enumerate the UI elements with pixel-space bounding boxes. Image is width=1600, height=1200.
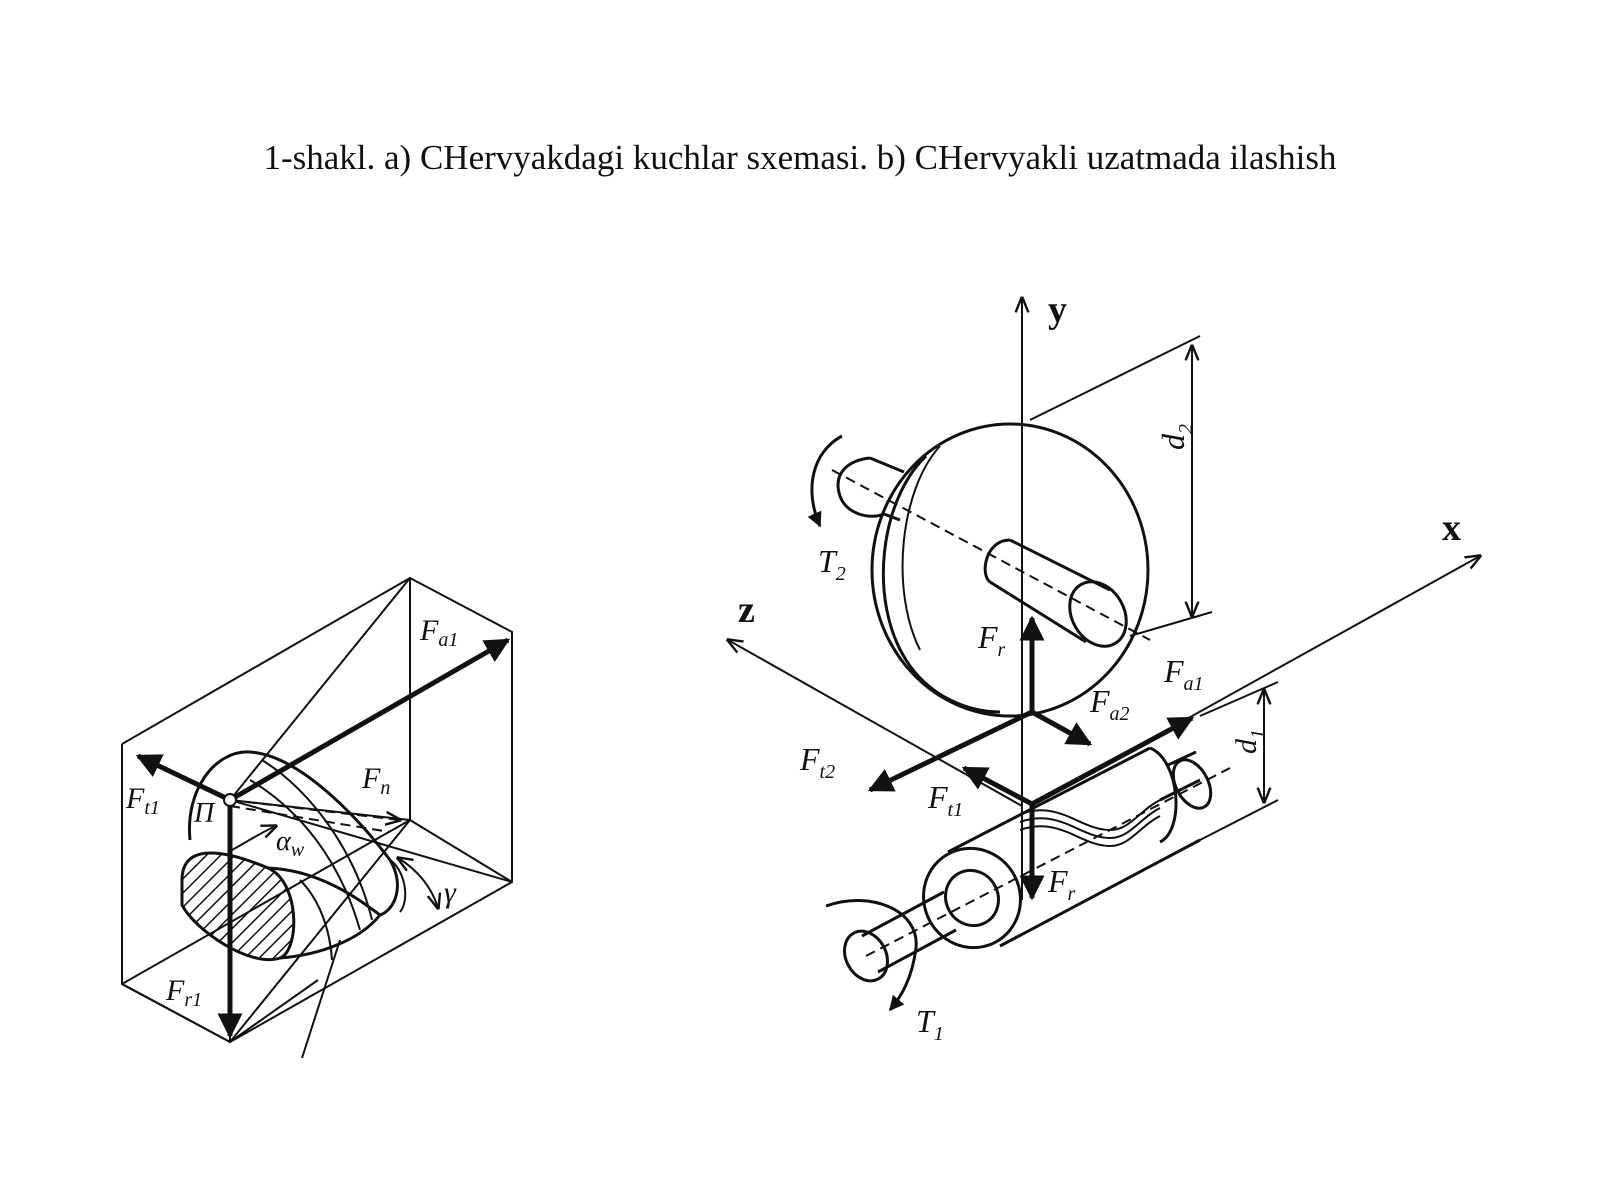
- axis-label-x: x: [1442, 507, 1461, 549]
- arrow-fa2: [1030, 709, 1093, 747]
- pole-point: [223, 793, 237, 807]
- worm-section: [180, 750, 407, 1059]
- label-t2: T2: [818, 543, 846, 585]
- label-fa2: Fa2: [1089, 683, 1130, 725]
- figure-caption: 1-shakl. a) CHervyakdagi kuchlar sxemasi…: [263, 138, 1337, 177]
- figure-b-worm-gearing: y x z T2: [728, 289, 1480, 1045]
- worm-shaft: [843, 746, 1231, 983]
- angle-gamma-arc: [398, 858, 438, 908]
- label-ft2: Ft2: [799, 741, 835, 783]
- label-fa1: Fa1: [1163, 653, 1204, 695]
- label-fr-top: Fr: [977, 619, 1006, 661]
- arrow-fn: [229, 799, 400, 820]
- label-d1: d1: [1230, 729, 1269, 754]
- arrow-ft2: [867, 709, 1034, 793]
- label-fn: Fn: [361, 762, 390, 799]
- label-alpha-w: αw: [276, 826, 305, 861]
- label-fa1: Fa1: [419, 614, 458, 651]
- label-ft1: Ft1: [125, 782, 160, 819]
- arrow-fa1: [228, 637, 511, 803]
- torque-t1-arc: [825, 898, 918, 1012]
- axis-label-y: y: [1048, 289, 1067, 331]
- label-fr-bottom: Fr: [1047, 863, 1076, 905]
- label-gamma: γ: [444, 876, 457, 909]
- axis-z: [728, 640, 1023, 807]
- figure-a-worm-forces: Fa1 Ft1 Fn Fr1 Π αw γ: [121, 576, 513, 1059]
- arrow-fa1-worm: [1030, 715, 1195, 807]
- axis-label-z: z: [738, 589, 755, 631]
- label-ft1: Ft1: [927, 779, 963, 821]
- worm-wheel: [831, 422, 1151, 718]
- label-fr1: Fr1: [165, 974, 202, 1011]
- torque-t2-arc: [807, 434, 843, 528]
- label-d2: d2: [1155, 424, 1197, 450]
- arrow-ft1: [135, 753, 232, 803]
- angle-alpha-arc: [231, 826, 276, 851]
- arrow-ft1-worm: [961, 765, 1034, 807]
- label-pole: Π: [193, 798, 216, 829]
- label-t1: T1: [916, 1003, 944, 1045]
